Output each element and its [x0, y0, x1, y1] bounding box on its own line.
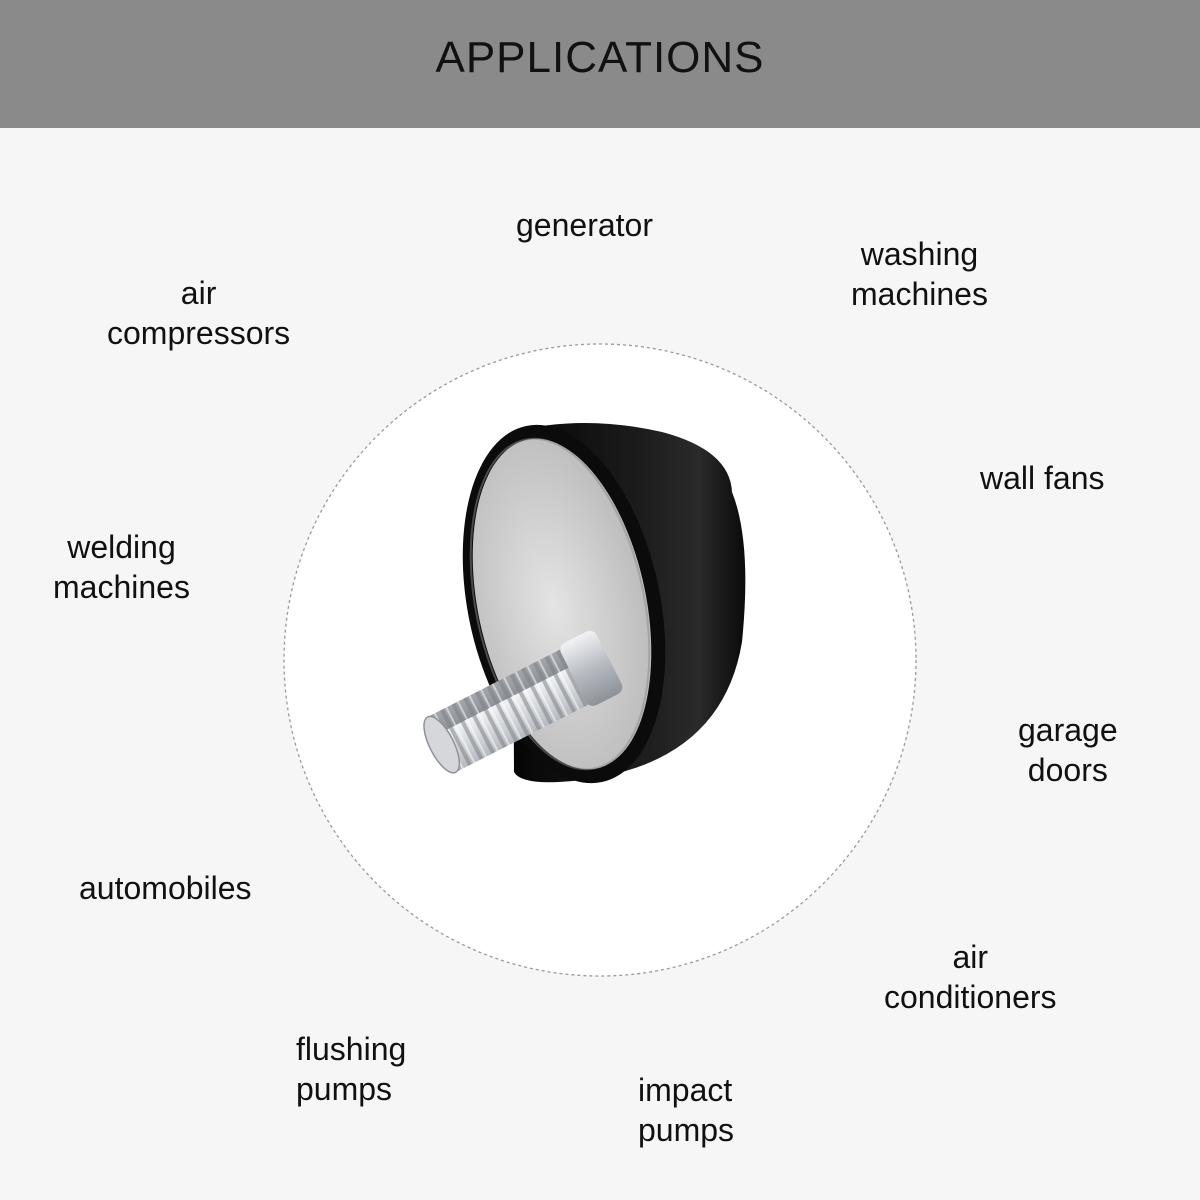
label-flushing-pumps: flushing pumps: [296, 1031, 407, 1107]
header-banner: APPLICATIONS: [0, 0, 1200, 128]
label-impact-pumps: impact pumps: [638, 1072, 735, 1148]
threaded-stud: [423, 630, 623, 774]
label-washing-machines: washing machines: [851, 236, 988, 312]
label-garage-doors: garage doors: [1018, 712, 1118, 788]
label-air-compressors: air compressors: [107, 275, 291, 351]
rubber-mount-image: [283, 343, 917, 977]
label-generator: generator: [516, 207, 653, 243]
label-automobiles: automobiles: [79, 870, 252, 906]
label-welding-machines: welding machines: [53, 529, 190, 605]
label-air-conditioners: air conditioners: [884, 939, 1057, 1015]
label-wall-fans: wall fans: [980, 460, 1105, 496]
page-title: APPLICATIONS: [435, 33, 765, 82]
